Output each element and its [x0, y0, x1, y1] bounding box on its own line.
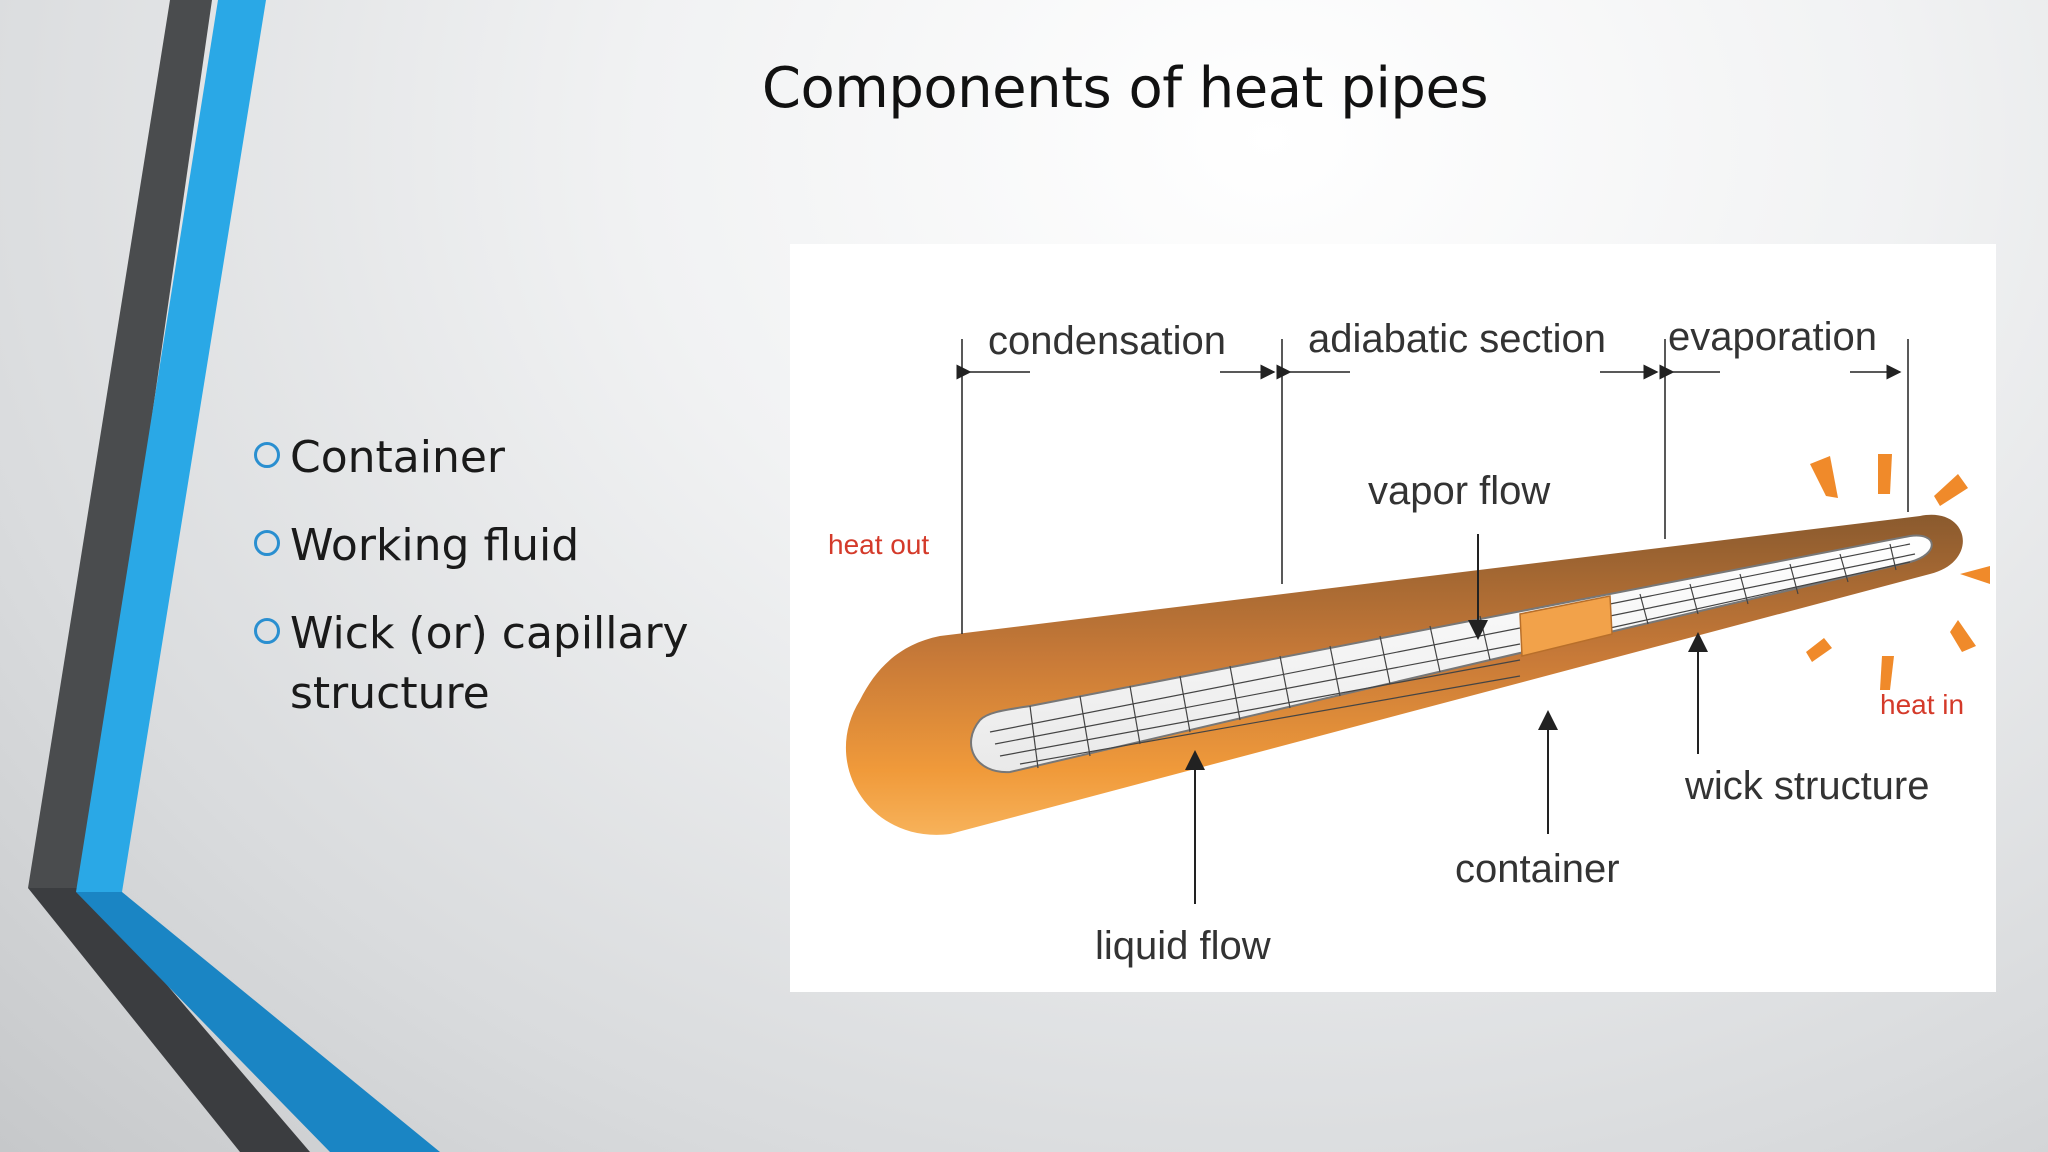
heat-pipe-diagram: condensation adiabatic section evaporati… [828, 315, 1990, 968]
circle-bullet-icon [254, 530, 280, 556]
label-container: container [1455, 847, 1620, 891]
bullet-list: Container Working fluid Wick (or) capill… [254, 428, 714, 752]
bullet-item: Container [254, 428, 714, 488]
pointer-arrows [1185, 534, 1708, 904]
adiabatic-band [1519, 595, 1613, 657]
label-heat-in: heat in [1880, 689, 1964, 720]
blue-stripe-upper [76, 0, 266, 892]
bullet-item: Working fluid [254, 516, 714, 576]
blue-stripe-lower [76, 892, 440, 1152]
dark-stripe-lower [28, 888, 310, 1152]
label-wick-structure: wick structure [1684, 764, 1930, 808]
wick-mesh [989, 543, 1916, 769]
heat-in-arrows [1806, 454, 1990, 690]
circle-bullet-icon [254, 442, 280, 468]
label-liquid-flow: liquid flow [1095, 924, 1271, 968]
bullet-text: Working fluid [290, 520, 580, 571]
circle-bullet-icon [254, 618, 280, 644]
bullet-text: Container [290, 432, 506, 483]
label-vapor-flow: vapor flow [1368, 469, 1550, 513]
label-adiabatic-section: adiabatic section [1308, 317, 1606, 361]
slide-title: Components of heat pipes [761, 56, 1489, 121]
label-condensation: condensation [988, 319, 1226, 363]
wick-region [970, 534, 1933, 774]
bullet-text: Wick (or) capillary structure [290, 608, 689, 719]
label-evaporation: evaporation [1668, 315, 1877, 359]
bullet-item: Wick (or) capillary structure [254, 604, 714, 724]
heat-pipe-figure: condensation adiabatic section evaporati… [790, 244, 1996, 992]
label-heat-out: heat out [828, 529, 929, 560]
dark-stripe-upper [28, 0, 212, 888]
section-dimension-lines [956, 339, 1909, 634]
